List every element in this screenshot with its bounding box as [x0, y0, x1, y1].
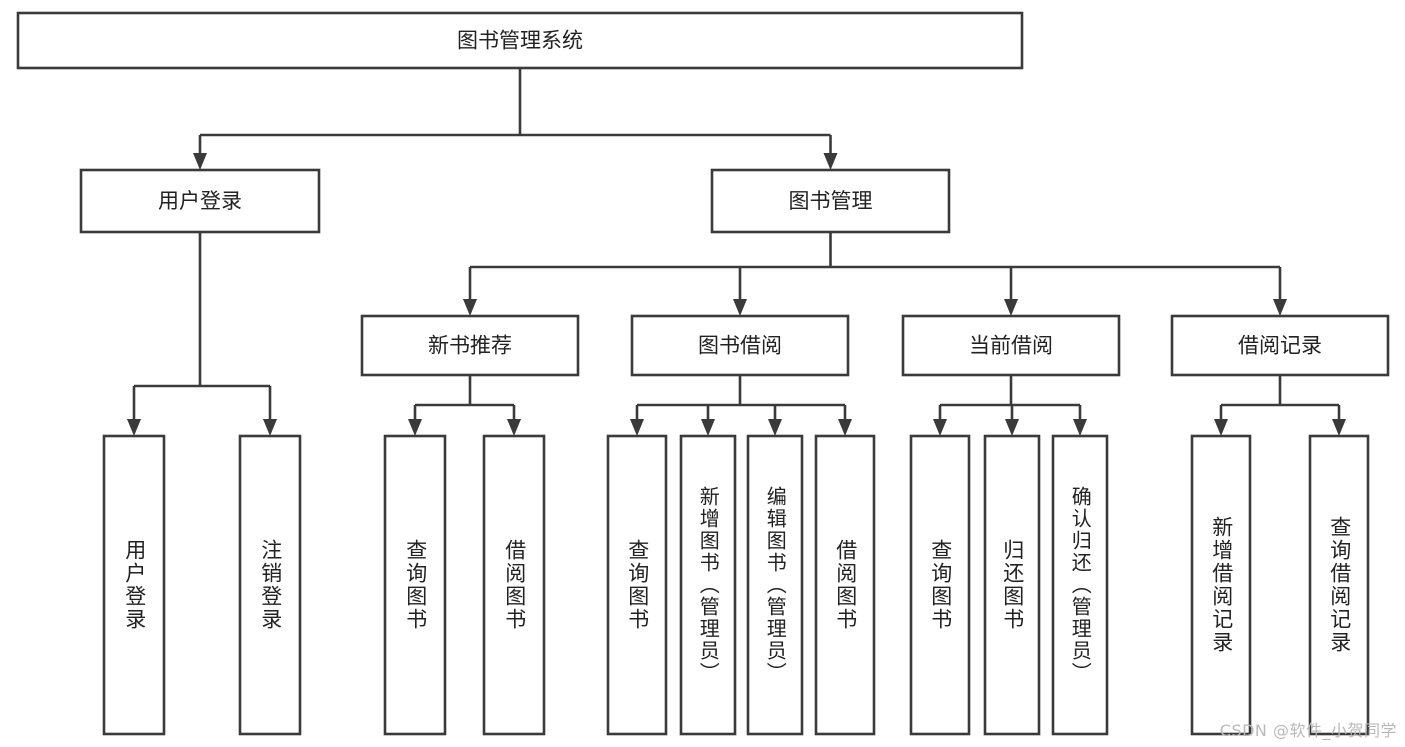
node-box-root[interactable] — [16, 11, 1024, 70]
node-box-leaf-user-login[interactable] — [102, 434, 166, 736]
node-box-leaf-user-logout[interactable] — [238, 434, 302, 736]
arrow-head-icon — [408, 419, 422, 436]
node-box-book-manage[interactable] — [710, 168, 951, 234]
arrow-head-icon — [263, 419, 277, 436]
boxes-layer — [16, 11, 1390, 736]
arrow-head-icon — [1332, 419, 1346, 436]
node-box-leaf-borrow-book-2[interactable] — [814, 434, 876, 736]
node-box-leaf-confirm-return-admin[interactable] — [1051, 434, 1109, 736]
node-box-current-borrow[interactable] — [901, 314, 1121, 377]
node-box-leaf-query-book-1[interactable] — [383, 434, 447, 736]
node-box-leaf-return-book[interactable] — [983, 434, 1041, 736]
arrow-head-icon — [507, 419, 521, 436]
arrow-head-icon — [1273, 299, 1287, 316]
node-label-borrow-record: 借阅记录 — [1238, 334, 1322, 358]
node-box-new-book-recommend[interactable] — [360, 314, 580, 377]
arrow-head-icon — [838, 419, 852, 436]
arrow-head-icon — [463, 299, 477, 316]
node-box-user-login[interactable] — [79, 168, 321, 234]
arrow-head-icon — [1004, 299, 1018, 316]
arrow-head-icon — [630, 419, 644, 436]
arrow-head-icon — [1214, 419, 1228, 436]
arrow-head-icon — [701, 419, 715, 436]
connectors-layer — [127, 68, 1346, 436]
arrow-head-icon — [1005, 419, 1019, 436]
node-box-leaf-query-book-2[interactable] — [606, 434, 668, 736]
node-box-leaf-add-book-admin[interactable] — [679, 434, 737, 736]
node-box-book-borrow[interactable] — [630, 314, 850, 377]
arrow-head-icon — [1073, 419, 1087, 436]
node-box-leaf-edit-book-admin[interactable] — [746, 434, 804, 736]
node-label-root: 图书管理系统 — [457, 29, 583, 53]
node-label-book-manage: 图书管理 — [789, 189, 873, 213]
arrow-head-icon — [933, 419, 947, 436]
arrow-head-icon — [193, 153, 207, 170]
node-box-borrow-record[interactable] — [1170, 314, 1390, 377]
arrow-head-icon — [768, 419, 782, 436]
node-label-new-book-recommend: 新书推荐 — [428, 334, 512, 358]
watermark: CSDN @软件_小贺同学 — [1219, 721, 1397, 740]
arrow-head-icon — [127, 419, 141, 436]
node-box-leaf-borrow-book-1[interactable] — [482, 434, 546, 736]
node-label-book-borrow: 图书借阅 — [698, 334, 782, 358]
node-box-leaf-query-book-3[interactable] — [909, 434, 971, 736]
arrow-head-icon — [823, 153, 838, 170]
node-label-current-borrow: 当前借阅 — [969, 334, 1053, 358]
node-label-user-login: 用户登录 — [158, 189, 242, 213]
arrow-head-icon — [733, 299, 747, 316]
node-box-leaf-add-borrow-record[interactable] — [1190, 434, 1252, 736]
node-box-leaf-query-borrow-record[interactable] — [1308, 434, 1370, 736]
